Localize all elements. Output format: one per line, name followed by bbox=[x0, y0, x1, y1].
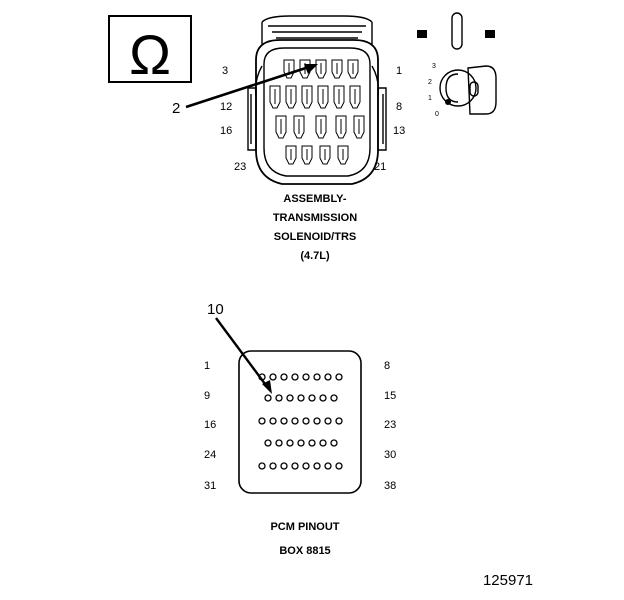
pcm-pin-hole bbox=[324, 462, 332, 470]
pcm-pin-hole bbox=[313, 417, 321, 425]
pcm-pin-hole bbox=[275, 439, 283, 447]
connector-terminal-cavity bbox=[353, 115, 365, 139]
pin-label-1: 1 bbox=[396, 65, 402, 77]
pin-label-12: 12 bbox=[220, 101, 232, 113]
pcm-pin-hole bbox=[286, 439, 294, 447]
pcm-pin-hole bbox=[264, 394, 272, 402]
pcm-pin-hole bbox=[330, 394, 338, 402]
pcm-pin-hole bbox=[335, 462, 343, 470]
connector-terminal-cavity bbox=[319, 145, 331, 165]
pcm-pin-hole bbox=[280, 373, 288, 381]
connector-terminal-cavity bbox=[301, 145, 313, 165]
pcm-pin-label-31: 31 bbox=[204, 480, 216, 492]
callout-2-label: 2 bbox=[172, 100, 180, 117]
connector-terminal-cavity bbox=[317, 85, 329, 109]
pcm-pin-label-1: 1 bbox=[204, 360, 210, 372]
connector-title-line-1: ASSEMBLY- bbox=[283, 193, 347, 205]
pcm-pin-label-38: 38 bbox=[384, 480, 396, 492]
pcm-pin-label-15: 15 bbox=[384, 390, 396, 402]
connector-title-line-4: (4.7L) bbox=[300, 250, 330, 262]
ohmmeter-icon: Ω bbox=[108, 15, 192, 86]
pcm-pin-label-30: 30 bbox=[384, 449, 396, 461]
pcm-pin-hole bbox=[308, 394, 316, 402]
pcm-pin-hole bbox=[269, 417, 277, 425]
pcm-connector-body bbox=[238, 350, 362, 494]
pin-label-8: 8 bbox=[396, 101, 402, 113]
pcm-pin-label-8: 8 bbox=[384, 360, 390, 372]
connector-terminal-cavity bbox=[285, 145, 297, 165]
connector-terminal-cavity bbox=[331, 59, 343, 79]
pcm-pin-hole bbox=[275, 394, 283, 402]
pcm-pin-hole bbox=[258, 462, 266, 470]
connector-title-line-3: SOLENOID/TRS bbox=[274, 231, 357, 243]
connector-terminal-cavity bbox=[349, 85, 361, 109]
key-label-2: 2 bbox=[428, 79, 432, 86]
pcm-pin-hole bbox=[258, 417, 266, 425]
pcm-pin-hole bbox=[280, 417, 288, 425]
pcm-pin-hole bbox=[291, 417, 299, 425]
pcm-pin-grid bbox=[258, 373, 343, 470]
key-label-1: 1 bbox=[428, 95, 432, 102]
pin-label-16: 16 bbox=[220, 125, 232, 137]
pcm-pin-hole bbox=[302, 417, 310, 425]
pcm-pin-hole bbox=[308, 439, 316, 447]
pin-label-21: 21 bbox=[374, 161, 386, 173]
pcm-title-line-1: PCM PINOUT bbox=[270, 521, 339, 533]
connector-terminal-cavity bbox=[293, 115, 305, 139]
connector-terminal-cavity bbox=[269, 85, 281, 109]
pcm-pin-hole bbox=[269, 462, 277, 470]
pcm-pin-hole bbox=[319, 439, 327, 447]
connector-terminal-cavity bbox=[301, 85, 313, 109]
pcm-pin-hole bbox=[319, 394, 327, 402]
callout-10-label: 10 bbox=[207, 301, 224, 318]
connector-terminal-cavity bbox=[315, 115, 327, 139]
pin-label-23: 23 bbox=[234, 161, 246, 173]
connector-terminal-cavity bbox=[333, 85, 345, 109]
pcm-pin-hole bbox=[269, 373, 277, 381]
pcm-pin-hole bbox=[313, 373, 321, 381]
pcm-pin-hole bbox=[302, 373, 310, 381]
pcm-pin-hole bbox=[297, 394, 305, 402]
pin-label-3: 3 bbox=[222, 65, 228, 77]
pcm-pin-hole bbox=[280, 462, 288, 470]
connector-terminal-cavity bbox=[347, 59, 359, 79]
pcm-pin-hole bbox=[264, 439, 272, 447]
connector-title-line-2: TRANSMISSION bbox=[273, 212, 357, 224]
connector-terminal-cavity bbox=[337, 145, 349, 165]
pcm-pin-hole bbox=[291, 373, 299, 381]
callout-2: 2 bbox=[172, 64, 318, 117]
pcm-pin-label-16: 16 bbox=[204, 419, 216, 431]
connector-terminals bbox=[269, 59, 365, 165]
pcm-pin-label-23: 23 bbox=[384, 419, 396, 431]
pcm-pin-label-24: 24 bbox=[204, 449, 216, 461]
pcm-pin-hole bbox=[297, 439, 305, 447]
connector-terminal-cavity bbox=[275, 115, 287, 139]
pcm-pin-hole bbox=[313, 462, 321, 470]
pcm-pin-hole bbox=[302, 462, 310, 470]
figure-number: 125971 bbox=[483, 572, 533, 589]
connector-terminal-cavity bbox=[315, 59, 327, 79]
transmission-solenoid-connector bbox=[247, 15, 387, 185]
pcm-pin-hole bbox=[286, 394, 294, 402]
connector-terminal-cavity bbox=[299, 59, 311, 79]
pcm-pin-label-9: 9 bbox=[204, 390, 210, 402]
pcm-pin-hole bbox=[291, 462, 299, 470]
pcm-pin-hole bbox=[335, 417, 343, 425]
probe-key-icon: 3 2 1 0 bbox=[417, 12, 497, 118]
key-label-0: 0 bbox=[435, 111, 439, 118]
pcm-pin-hole bbox=[324, 417, 332, 425]
connector-terminal-cavity bbox=[285, 85, 297, 109]
pcm-pin-hole bbox=[330, 439, 338, 447]
callout-10: 10 bbox=[207, 301, 272, 394]
key-label-3: 3 bbox=[432, 63, 436, 70]
connector-terminal-cavity bbox=[335, 115, 347, 139]
ohm-glyph: Ω bbox=[129, 23, 171, 86]
pcm-pin-hole bbox=[335, 373, 343, 381]
pcm-pin-hole bbox=[324, 373, 332, 381]
pin-label-13: 13 bbox=[393, 125, 405, 137]
connector-terminal-cavity bbox=[283, 59, 295, 79]
pcm-title-line-2: BOX 8815 bbox=[279, 545, 330, 557]
